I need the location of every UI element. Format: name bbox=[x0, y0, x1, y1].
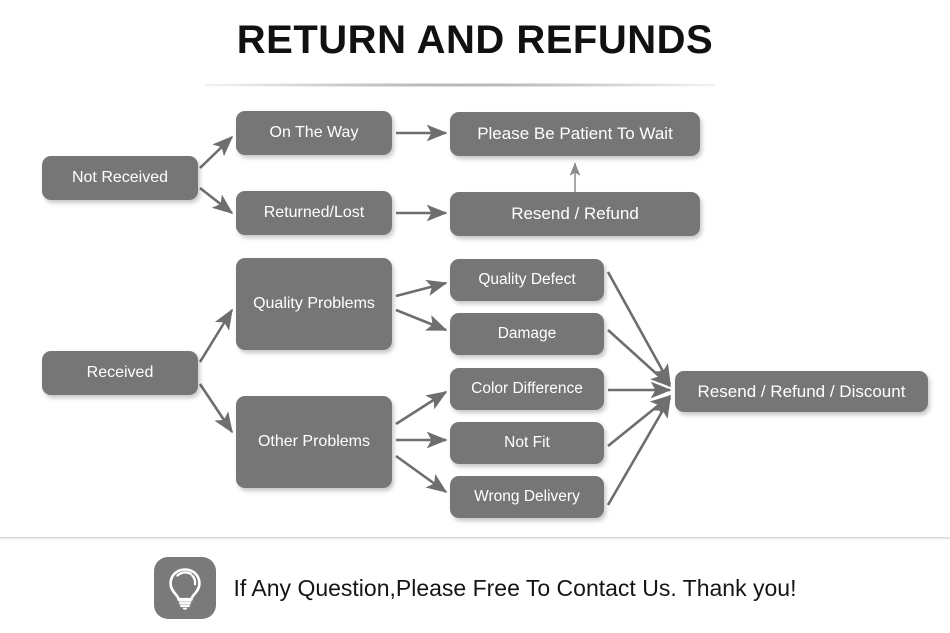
node-not-fit[interactable]: Not Fit bbox=[450, 422, 604, 464]
node-resend-refund-discount[interactable]: Resend / Refund / Discount bbox=[675, 371, 928, 412]
node-returned-lost[interactable]: Returned/Lost bbox=[236, 191, 392, 235]
arrow-other-problems-to-wrong-delivery bbox=[395, 454, 448, 494]
node-not-received[interactable]: Not Received bbox=[42, 156, 198, 200]
lightbulb-icon bbox=[153, 557, 216, 619]
title-divider bbox=[205, 83, 715, 87]
arrow-quality-defect-to-outcome bbox=[606, 271, 672, 386]
node-damage[interactable]: Damage bbox=[450, 313, 604, 355]
arrow-not-received-to-returned-lost bbox=[199, 186, 234, 215]
arrow-received-to-quality-problems bbox=[198, 308, 234, 363]
node-color-difference[interactable]: Color Difference bbox=[450, 368, 604, 410]
footer: If Any Question,Please Free To Contact U… bbox=[0, 552, 950, 624]
footer-divider bbox=[0, 537, 950, 540]
arrow-wrong-delivery-to-outcome bbox=[606, 396, 672, 506]
footer-text: If Any Question,Please Free To Contact U… bbox=[233, 574, 797, 601]
node-quality-defect[interactable]: Quality Defect bbox=[450, 259, 604, 301]
node-received[interactable]: Received bbox=[42, 351, 198, 395]
arrow-damage-to-outcome bbox=[607, 329, 672, 388]
node-wrong-delivery[interactable]: Wrong Delivery bbox=[450, 476, 604, 518]
node-other-problems[interactable]: Other Problems bbox=[236, 396, 392, 488]
arrow-not-fit-to-outcome bbox=[607, 394, 672, 448]
node-please-be-patient-to-wait[interactable]: Please Be Patient To Wait bbox=[450, 112, 700, 156]
node-quality-problems[interactable]: Quality Problems bbox=[236, 258, 392, 350]
arrow-other-problems-to-color-difference bbox=[395, 390, 448, 426]
node-on-the-way[interactable]: On The Way bbox=[236, 111, 392, 155]
node-resend-refund[interactable]: Resend / Refund bbox=[450, 192, 700, 236]
arrow-quality-problems-to-quality-defect bbox=[395, 279, 448, 298]
arrow-not-received-to-on-the-way bbox=[199, 135, 234, 169]
page-title: RETURN AND REFUNDS bbox=[236, 18, 714, 62]
arrow-quality-problems-to-damage bbox=[395, 308, 448, 332]
arrow-received-to-other-problems bbox=[198, 383, 234, 434]
